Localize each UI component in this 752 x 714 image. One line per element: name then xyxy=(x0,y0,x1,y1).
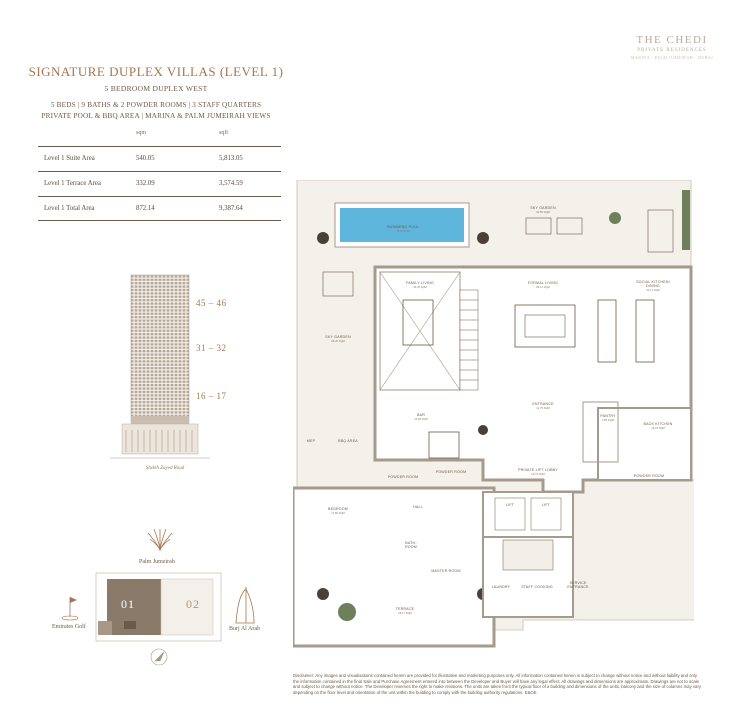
label-lift-1: LIFT xyxy=(506,503,515,507)
row-sqm: 332.09 xyxy=(136,180,155,187)
label-staff-cooking: STAFF COOKING xyxy=(521,585,553,589)
compass-icon xyxy=(150,648,168,666)
tree-icons xyxy=(338,212,621,621)
label-powder-room-1: POWDER ROOM xyxy=(388,475,419,479)
palm-jumeirah-label: Palm Jumeirah xyxy=(139,559,175,565)
label-lift-2: LIFT xyxy=(542,503,551,507)
row-label: Level 1 Suite Area xyxy=(44,155,95,162)
features-list: 5 BEDS | 9 BATHS & 2 POWDER ROOMS | 3 ST… xyxy=(0,100,312,121)
label-laundry: LAUNDRY xyxy=(492,585,511,589)
area-table-header: sqm sqft xyxy=(38,128,281,146)
label-pantry: PANTRY xyxy=(600,414,616,418)
svg-text:34.01 SQM: 34.01 SQM xyxy=(413,285,427,289)
svg-text:12.75 SQM: 12.75 SQM xyxy=(536,406,550,410)
label-terrace: TERRACE xyxy=(396,607,415,611)
brand-logo: THE CHEDI PRIVATE RESIDENCES MARINA · PA… xyxy=(622,34,722,60)
table-row: Level 1 Suite Area 540.05 5,813.05 xyxy=(38,146,281,171)
svg-text:3.56 SQM: 3.56 SQM xyxy=(602,418,615,422)
page-title: SIGNATURE DUPLEX VILLAS (LEVEL 1) xyxy=(28,64,284,79)
tower-illustration xyxy=(110,274,210,459)
area-table: sqm sqft Level 1 Suite Area 540.05 5,813… xyxy=(38,128,281,221)
label-powder-room-3: POWDER ROOM xyxy=(634,474,665,478)
svg-text:ROOM: ROOM xyxy=(405,545,417,549)
label-bathroom: BATH- xyxy=(405,541,417,545)
label-bar: BAR xyxy=(417,413,425,417)
col-sqm: sqm xyxy=(136,130,147,136)
svg-text:10.03 SQM: 10.03 SQM xyxy=(414,417,428,421)
row-label: Level 1 Total Area xyxy=(44,205,95,212)
floor-label-45-46: 45 – 46 xyxy=(196,298,227,308)
brand-tagline: MARINA · PALM JUMEIRAH · DUBAI xyxy=(630,55,714,60)
svg-text:ENTRANCE: ENTRANCE xyxy=(567,585,589,589)
label-family-living: FAMILY LIVING xyxy=(406,281,434,285)
features-line-1: 5 BEDS | 9 BATHS & 2 POWDER ROOMS | 3 ST… xyxy=(50,101,262,109)
row-label: Level 1 Terrace Area xyxy=(44,180,101,187)
floor-plan: SKY GARDEN 60.56 SQM SWIMMING POOL 35.63… xyxy=(293,180,694,648)
floor-label-16-17: 16 – 17 xyxy=(196,391,227,401)
disclaimer-text: Disclaimer: Any images and visualisation… xyxy=(293,673,702,696)
palm-icon xyxy=(147,528,173,552)
table-row: Level 1 Total Area 872.14 9,387.64 xyxy=(38,196,281,221)
label-back-kitchen: BACK KITCHEN xyxy=(644,422,673,426)
label-service-entrance: SERVICE xyxy=(569,581,587,585)
unit-01-label: 01 xyxy=(121,597,135,611)
label-hall: HALL xyxy=(413,505,423,509)
row-sqft: 3,574.59 xyxy=(219,180,243,187)
brand-name: THE CHEDI xyxy=(636,34,708,46)
row-sqft: 5,813.05 xyxy=(219,155,243,162)
page-subtitle: 5 BEDROOM DUPLEX WEST xyxy=(104,84,208,93)
svg-text:89.11 SQM: 89.11 SQM xyxy=(536,285,550,289)
bedroom-wing xyxy=(293,486,496,648)
emirates-golf-label: Emirates Golf xyxy=(52,624,86,630)
svg-text:60.56 SQM: 60.56 SQM xyxy=(536,210,550,214)
brand-subtitle: PRIVATE RESIDENCES xyxy=(637,48,707,53)
svg-text:96.46 SQM: 96.46 SQM xyxy=(331,339,345,343)
row-sqm: 872.14 xyxy=(136,205,155,212)
swimming-pool xyxy=(340,208,464,242)
burj-al-arab-icon xyxy=(235,587,255,624)
col-sqft: sqft xyxy=(219,130,228,136)
unit-02-label: 02 xyxy=(186,597,200,611)
row-sqm: 540.05 xyxy=(136,155,155,162)
label-sky-garden-left: SKY GARDEN xyxy=(325,335,351,339)
label-formal-living: FORMAL LIVING xyxy=(528,281,558,285)
golf-flag-icon xyxy=(61,597,79,621)
label-mep: MEP xyxy=(307,439,316,443)
label-master-room: MASTER ROOM xyxy=(431,569,460,573)
svg-text:12.73 SQM: 12.73 SQM xyxy=(531,472,545,476)
svg-text:19.47 SQM: 19.47 SQM xyxy=(651,426,665,430)
row-sqft: 9,387.64 xyxy=(219,205,243,212)
svg-text:35.63 SQM: 35.63 SQM xyxy=(396,229,410,233)
key-map: Palm Jumeirah Emirates Golf Burj Al Arab… xyxy=(40,525,280,670)
table-row: Level 1 Terrace Area 332.09 3,574.59 xyxy=(38,171,281,196)
label-social-kitchen: SOCIAL KITCHEN/ xyxy=(636,280,670,284)
label-bbq-area: BBQ AREA xyxy=(338,439,358,443)
label-sky-garden-top: SKY GARDEN xyxy=(530,206,556,210)
label-powder-room-2: POWDER ROOM xyxy=(436,470,467,474)
floor-label-31-32: 31 – 32 xyxy=(196,343,227,353)
features-line-2: PRIVATE POOL & BBQ AREA | MARINA & PALM … xyxy=(41,111,271,120)
label-private-lift-lobby: PRIVATE LIFT LOBBY xyxy=(518,468,558,472)
label-dining: DINING xyxy=(646,284,660,288)
svg-text:28.17 SQM: 28.17 SQM xyxy=(398,611,412,615)
burj-al-arab-label: Burj Al Arab xyxy=(229,626,260,632)
label-swimming-pool: SWIMMING POOL xyxy=(387,225,420,229)
street-label: Sheikh Zayed Road xyxy=(145,466,185,471)
greenery-strip xyxy=(682,190,690,250)
label-entrance: ENTRANCE xyxy=(532,402,554,406)
key-map-drawing xyxy=(61,528,255,666)
label-bedroom: BEDROOM xyxy=(328,507,348,511)
svg-text:17.66 SQM: 17.66 SQM xyxy=(331,511,345,515)
svg-text:41.17 SQM: 41.17 SQM xyxy=(646,288,660,292)
